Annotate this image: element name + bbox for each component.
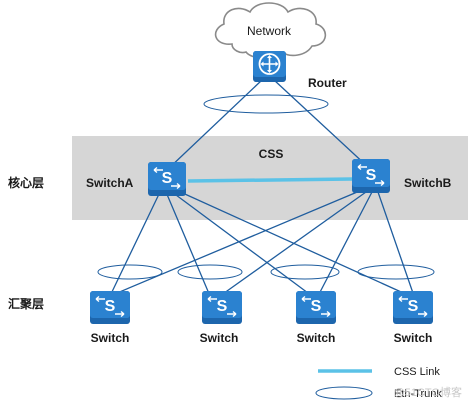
eth-trunk-agg-2: [177, 264, 243, 280]
aggregation-layer-label: 汇聚层: [8, 297, 44, 311]
svg-text:S: S: [105, 298, 116, 315]
switchA-label: SwitchA: [86, 176, 134, 190]
switch-icon: S: [148, 162, 186, 196]
legend-eth-trunk-swatch: [315, 386, 373, 400]
switch-icon: S: [202, 291, 242, 324]
legend: CSS Link Eth-Trunk: [315, 366, 442, 400]
agg-switch-label-4: Switch: [394, 331, 433, 345]
core-layer-label: 核心层: [8, 175, 44, 190]
agg-switch-label-1: Switch: [91, 331, 130, 345]
switch-icon: S: [352, 159, 390, 193]
agg-switch-label-3: Switch: [297, 331, 336, 345]
svg-text:S: S: [408, 298, 419, 315]
switch-icon: S: [90, 291, 130, 324]
eth-trunk-router: [203, 94, 329, 114]
switchB-label: SwitchB: [404, 176, 452, 190]
eth-trunk-agg-1: [97, 264, 163, 280]
css-link-line: [187, 177, 353, 183]
link-router-switchB: [273, 79, 369, 168]
router-label: Router: [308, 76, 347, 90]
switch-icon: S: [393, 291, 433, 324]
css-label: CSS: [259, 147, 284, 161]
router-icon: [253, 51, 286, 82]
core-layer-band: [72, 136, 468, 220]
svg-text:S: S: [366, 167, 377, 184]
eth-trunk-agg-4: [357, 264, 435, 280]
svg-text:S: S: [311, 298, 322, 315]
svg-text:S: S: [217, 298, 228, 315]
svg-text:S: S: [162, 170, 173, 187]
watermark: @51CTO博客: [394, 385, 462, 399]
cloud-label: Network: [247, 24, 292, 38]
switch-icon: S: [296, 291, 336, 324]
legend-eth-trunk-label: Eth-Trunk: [394, 388, 442, 400]
agg-switch-label-2: Switch: [200, 331, 239, 345]
legend-css-link-label: CSS Link: [394, 366, 440, 378]
eth-trunk-agg-3: [270, 264, 340, 280]
